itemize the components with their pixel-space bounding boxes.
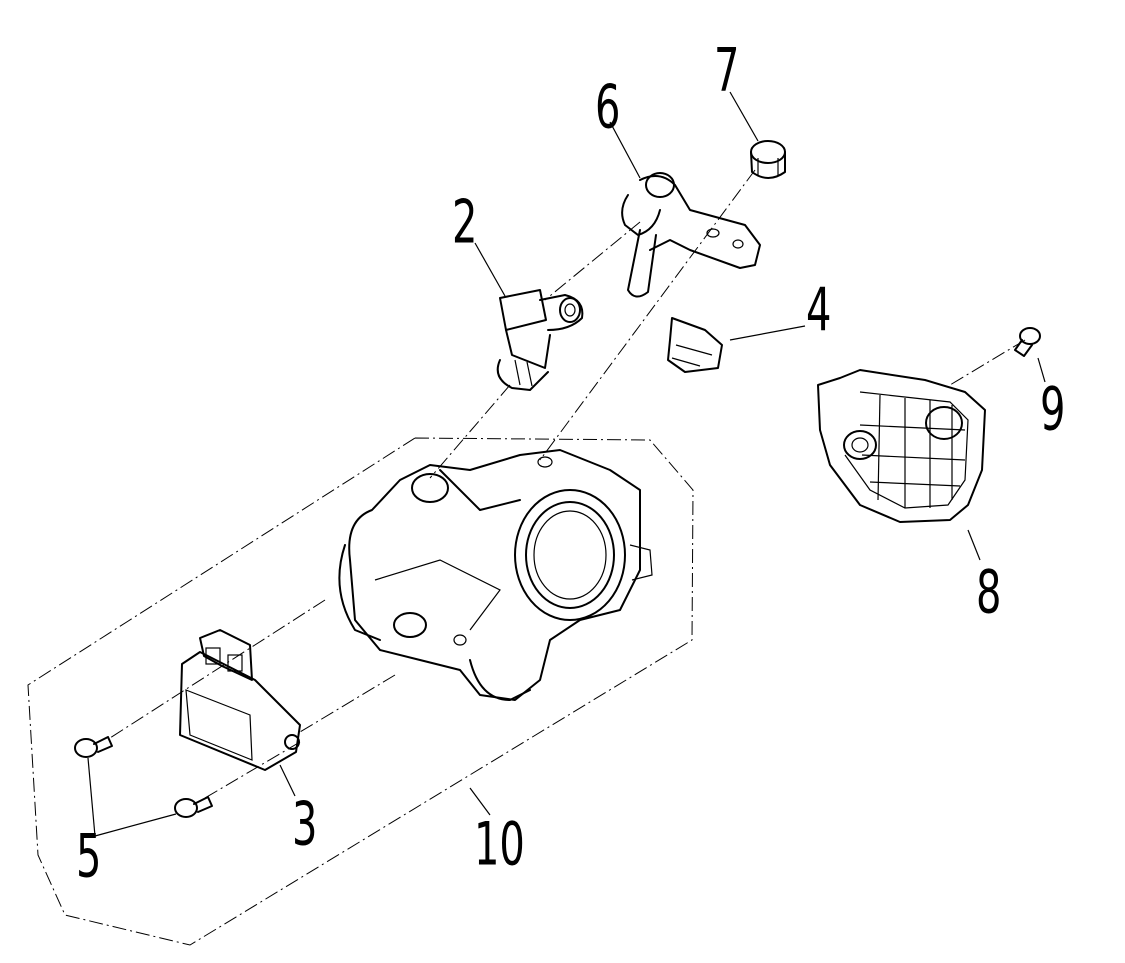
callout-4: 4 (806, 276, 831, 345)
part-5-screws (74, 736, 213, 818)
part-4-clip (667, 317, 723, 373)
callout-5: 5 (76, 822, 101, 891)
part-10-throttle-body (338, 449, 653, 701)
part-9-screw (1014, 327, 1041, 357)
part-8-cover (817, 369, 986, 523)
part-6-fuel-pipe (621, 172, 761, 298)
callout-10: 10 (474, 810, 525, 879)
leader-lines (87, 91, 1046, 837)
callout-7: 7 (714, 36, 739, 105)
assembly-centerlines (109, 169, 1026, 799)
part-7-bolt (750, 140, 786, 179)
callout-2: 2 (452, 188, 477, 257)
callout-9: 9 (1040, 375, 1065, 444)
callout-8: 8 (976, 558, 1001, 627)
callout-6: 6 (595, 73, 620, 142)
assembly-boundary (27, 437, 694, 946)
callout-3: 3 (292, 790, 317, 859)
part-2-injector (496, 289, 584, 391)
part-3-sensor (179, 629, 301, 771)
